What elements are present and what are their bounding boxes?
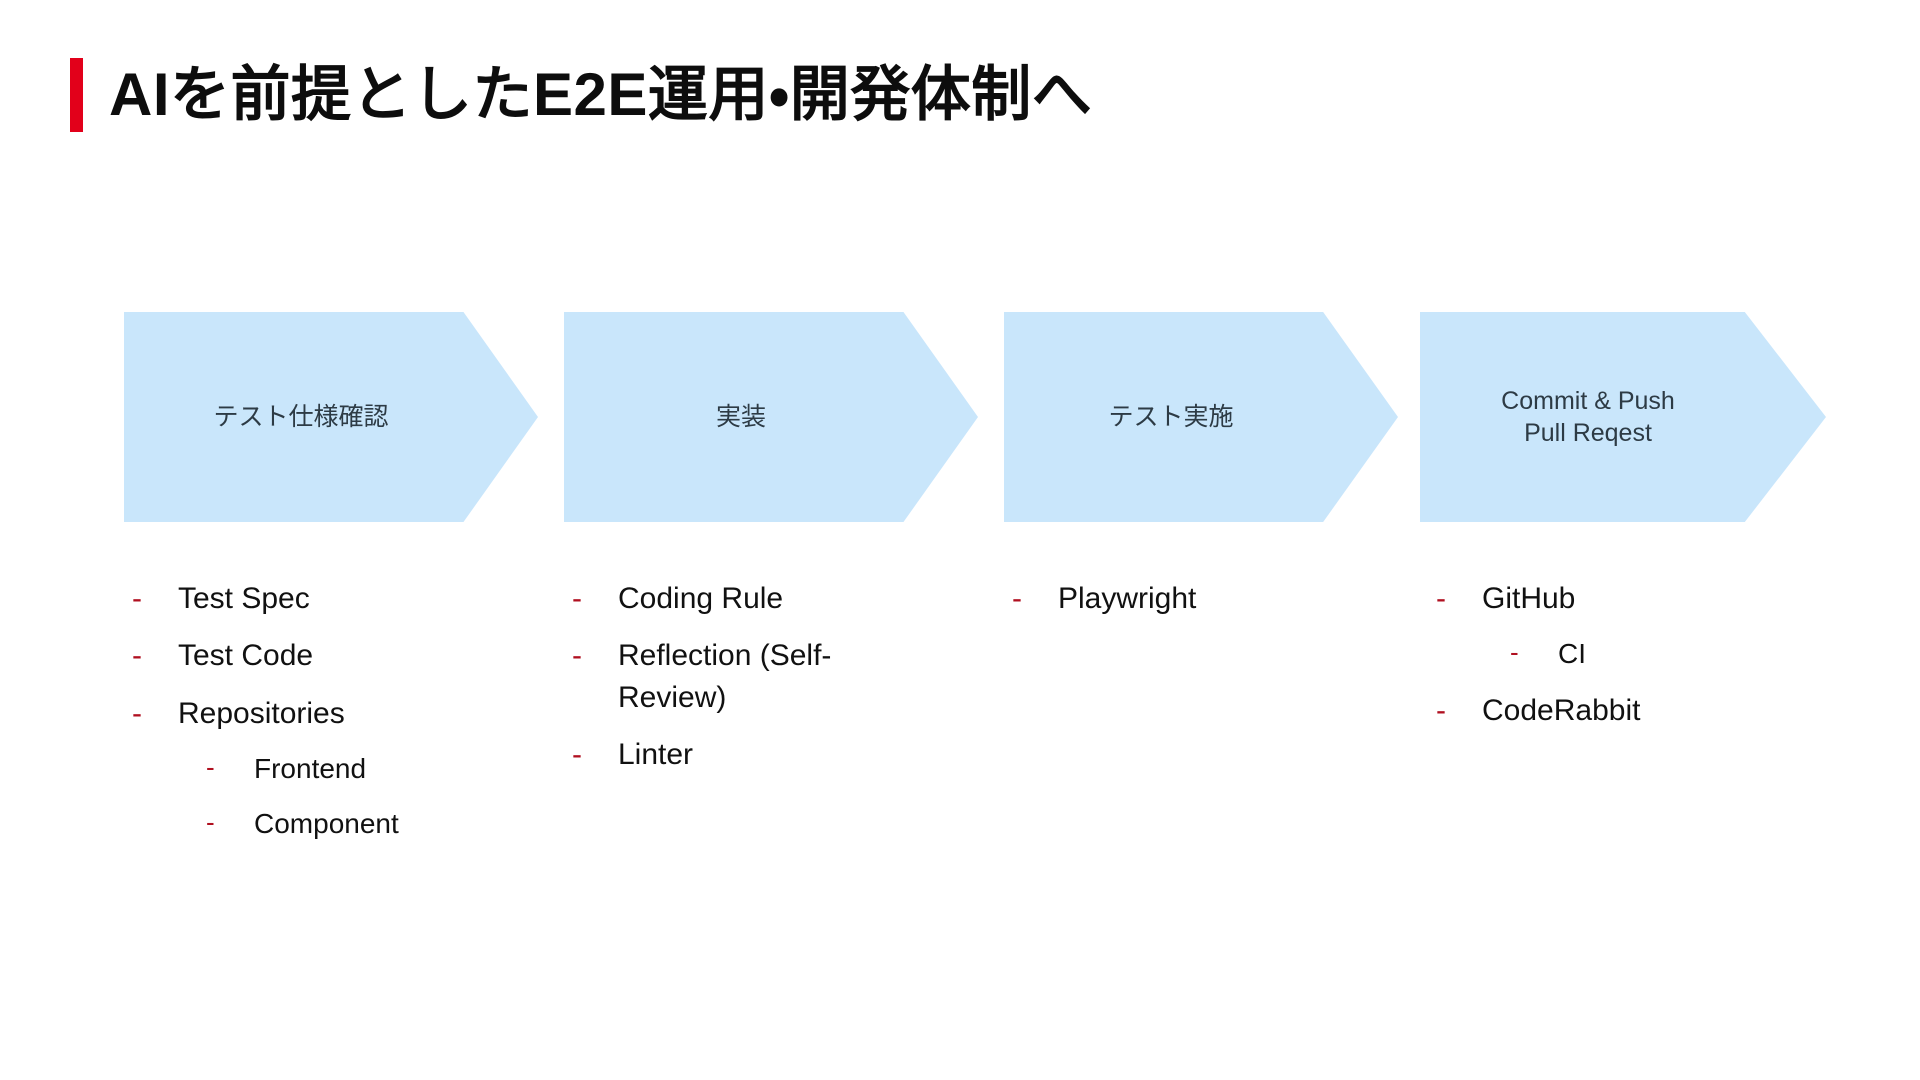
column-test-execution: - Playwright — [1012, 578, 1342, 635]
list-item: - Coding Rule — [572, 578, 902, 619]
bullet-dash-icon: - — [1436, 694, 1446, 728]
process-stage-3[interactable]: テスト実施 — [1004, 312, 1398, 522]
list-item-label: Coding Rule — [618, 582, 784, 615]
list-item-label: Test Spec — [178, 582, 310, 615]
bullet-dash-icon: - — [132, 639, 142, 673]
list-item-label: Playwright — [1058, 582, 1197, 615]
list-item: - CodeRabbit — [1436, 690, 1796, 731]
page-title: AIを前提としたE2E運用・開発体制へ — [109, 61, 1093, 128]
list-item: - Repositories — [132, 693, 532, 734]
slide-title-row: AIを前提としたE2E運用・開発体制へ — [70, 52, 1092, 138]
process-stage-1-label: テスト仕様確認 — [213, 403, 389, 431]
detail-columns: - Test Spec - Test Code - Repositories -… — [0, 578, 1920, 978]
list-item: - Test Spec — [132, 578, 532, 619]
list-item-label: Frontend — [254, 753, 367, 785]
process-stage-2[interactable]: 実装 — [564, 312, 978, 522]
list-item: - Component — [132, 805, 532, 844]
list-item-label: CI — [1558, 638, 1586, 670]
list-item: - Frontend — [132, 750, 532, 789]
bullet-dash-icon: - — [132, 582, 142, 615]
list-item-label: CodeRabbit — [1482, 694, 1641, 728]
list-item: - Playwright — [1012, 578, 1342, 619]
list-item: - Linter — [572, 734, 902, 775]
process-chevron-row: テスト仕様確認 実装 テスト実施 Commit & Push Pull Reqe… — [0, 312, 1920, 522]
process-stage-1[interactable]: テスト仕様確認 — [124, 312, 538, 522]
process-stage-2-label: 実装 — [715, 403, 766, 431]
list-item: - GitHub — [1436, 578, 1796, 619]
process-stage-4-label: Commit & Push Pull Reqest — [1501, 387, 1675, 447]
list-item-label: Component — [254, 807, 399, 839]
column-test-spec: - Test Spec - Test Code - Repositories -… — [132, 578, 532, 859]
bullet-dash-icon: - — [572, 582, 582, 615]
bullet-dash-icon: - — [1012, 582, 1022, 615]
bullet-dash-icon: - — [1436, 582, 1446, 615]
bullet-dash-icon: - — [206, 806, 215, 837]
bullet-dash-icon: - — [572, 639, 582, 673]
bullet-dash-icon: - — [206, 752, 215, 783]
list-item-label: Repositories — [178, 696, 345, 730]
list-item-label: Linter — [618, 738, 694, 772]
list-item-label: GitHub — [1482, 582, 1576, 615]
column-commit-push: - GitHub - CI - CodeRabbit — [1436, 578, 1796, 747]
bullet-dash-icon: - — [572, 738, 582, 772]
list-item-label: Reflection (Self-Review) — [618, 639, 832, 714]
title-accent-bar — [70, 58, 83, 132]
process-stage-3-label: テスト実施 — [1108, 403, 1234, 431]
bullet-dash-icon: - — [1510, 637, 1519, 668]
process-stage-4[interactable]: Commit & Push Pull Reqest — [1420, 312, 1826, 522]
column-implementation: - Coding Rule - Reflection (Self-Review)… — [572, 578, 902, 792]
bullet-dash-icon: - — [132, 696, 142, 730]
list-item: - Test Code — [132, 635, 532, 676]
list-item: - Reflection (Self-Review) — [572, 635, 902, 718]
list-item: - CI — [1436, 635, 1796, 674]
list-item-label: Test Code — [178, 639, 314, 673]
